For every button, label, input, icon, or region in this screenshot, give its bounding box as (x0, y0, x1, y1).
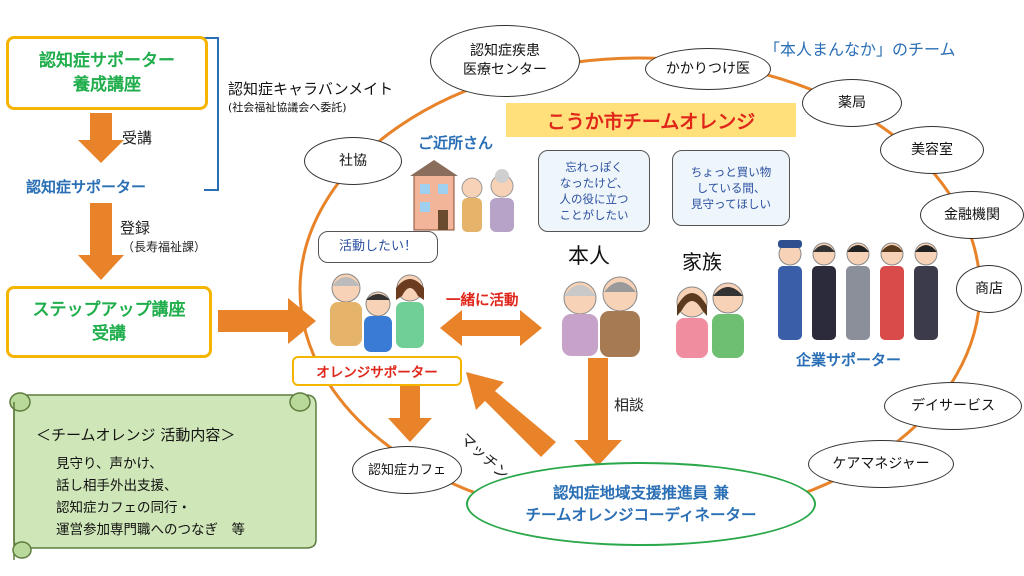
team-name-banner: こうか市チームオレンジ (506, 103, 796, 137)
stepup-box: ステップアップ講座 受講 (6, 286, 212, 358)
oval-bank: 金融機関 (920, 191, 1024, 239)
person-label: 本人 (568, 244, 610, 268)
oval-family-doctor: かかりつけ医 (645, 48, 771, 90)
corporate-label: 企業サポーター (796, 351, 902, 369)
arrow-together (440, 310, 542, 346)
oval-cafe: 認知症カフェ (352, 446, 462, 494)
orange-supporter-illustration (330, 273, 424, 352)
oval-day-service: デイサービス (884, 382, 1022, 430)
activity-line-1: 見守り、声かけ、 (56, 456, 163, 472)
coordinator-line2: チームオレンジコーディネーター (525, 506, 757, 524)
oval-care-manager: ケアマネジャー (808, 440, 954, 488)
family-label: 家族 (682, 250, 722, 274)
family-illustration (676, 282, 744, 358)
active-bubble: 活動したい！ (318, 231, 438, 263)
arrow-down-1 (78, 113, 124, 163)
arrow-down-cafe (388, 383, 432, 442)
supporter-label: 認知症サポーター (26, 178, 147, 196)
coordinator-line1: 認知症地域支援推進員 兼 (553, 484, 729, 502)
arrow-matching (466, 372, 556, 457)
person-illustration (562, 276, 640, 357)
register-label: 登録 (120, 219, 151, 237)
active-bubble-text: 活動したい！ (338, 239, 417, 254)
oval-pharmacy: 薬局 (802, 79, 902, 127)
stepup-line1: ステップアップ講座 (32, 300, 186, 320)
arrow-down-2 (78, 203, 124, 280)
caravan-sub: (社会福祉協議会へ委託) (228, 101, 347, 114)
activity-scroll (9, 392, 317, 560)
oval-salon: 美容室 (880, 126, 984, 174)
training-line1: 認知症サポーター (39, 51, 175, 71)
activity-line-4: 運営参加専門職へのつなぎ 等 (56, 522, 245, 538)
oval-medical-center: 認知症疾患 医療センター (430, 25, 580, 97)
stepup-line2: 受講 (92, 324, 126, 344)
caravan-label: 認知症キャラバンメイト (228, 80, 394, 98)
training-box: 認知症サポーター 養成講座 (6, 36, 208, 110)
activities-heading: ＜チームオレンジ 活動内容＞ (36, 426, 236, 444)
bracket (204, 37, 219, 191)
orange-supporter-box: オレンジサポーター (292, 356, 462, 386)
neighbors-label: ご近所さん (418, 134, 494, 152)
team-title: 「本人まんなか」のチーム (764, 40, 956, 59)
activity-line-3: 認知症カフェの同行・ (56, 500, 191, 516)
family-bubble: ちょっと買い物 している間、 見守ってほしい (672, 150, 790, 226)
arrow-down-consult (574, 358, 622, 466)
arrow-right-stepup (218, 298, 316, 344)
neighbors-illustration (410, 160, 514, 232)
activity-line-2: 話し相手外出支援、 (56, 478, 178, 494)
training-line2: 養成講座 (73, 75, 141, 95)
oval-shop: 商店 (956, 265, 1022, 313)
team-name: こうか市チームオレンジ (546, 110, 756, 133)
person-bubble: 忘れっぽく なったけど、 人の役に立つ ことがしたい (538, 150, 650, 232)
corporate-illustration (778, 240, 938, 340)
consult-label: 相談 (614, 396, 645, 414)
orange-supporter-label: オレンジサポーター (316, 365, 438, 381)
oval-social-council: 社協 (304, 137, 402, 185)
coordinator-oval: 認知症地域支援推進員 兼 チームオレンジコーディネーター (466, 462, 816, 546)
attend-label: 受講 (122, 129, 153, 147)
together-label: 一緒に活動 (446, 293, 519, 309)
register-sub: （長寿福祉課） (122, 240, 207, 254)
